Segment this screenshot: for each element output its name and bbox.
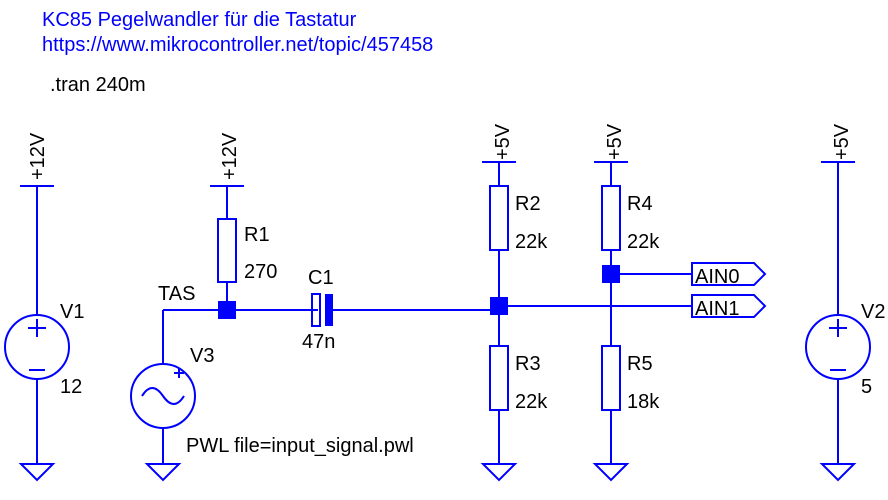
v2-name: V2 [861,301,885,323]
v1-ground-icon [18,463,56,482]
ain0-label: AIN0 [695,266,739,288]
r2-r3-divider [480,161,518,482]
schematic-title: KC85 Pegelwandler für die Tastatur [42,9,357,31]
r5-value: 18k [627,391,660,413]
r2-name: R2 [515,193,541,215]
v2-supply-label: +5V [831,123,853,160]
v2-value: 5 [861,376,872,398]
r4-r5-divider [592,161,630,482]
c1-value: 47n [302,331,335,353]
ain0-port-flag [691,262,767,286]
c1-name: C1 [308,267,334,289]
r1-value: 270 [244,261,277,283]
r2-value: 22k [515,231,548,253]
r1-resistor [210,185,244,310]
v1-name: V1 [60,301,84,323]
r3-ground-icon [480,463,518,482]
ain1-port [499,294,767,318]
r3-name: R3 [515,353,541,375]
r1-name: R1 [244,224,270,246]
v3-name: V3 [190,345,214,367]
spice-directive: .tran 240m [50,74,146,96]
r5-ground-icon [592,463,630,482]
r4-name: R4 [627,193,653,215]
sine-wave-icon [141,387,185,405]
tas-net-label: TAS [158,283,195,305]
r2-supply-label: +5V [492,123,514,160]
v3-ground-icon [144,463,182,482]
v3-source [130,309,227,482]
ain1-label: AIN1 [695,298,739,320]
schematic-url: https://www.mikrocontroller.net/topic/45… [42,34,433,56]
v2-ground-icon [819,463,857,482]
v1-source [4,185,70,482]
v3-value: PWL file=input_signal.pwl [186,435,414,457]
c1-capacitor [227,293,500,327]
tas-junction [218,301,236,319]
r4-supply-label: +5V [604,123,626,160]
v1-supply-label: +12V [27,132,49,180]
v1-value: 12 [60,376,82,398]
r5-name: R5 [627,353,653,375]
r1-supply-label: +12V [219,132,241,180]
ain1-port-flag [691,294,767,318]
r4-value: 22k [627,231,660,253]
v2-source [805,161,871,482]
ain0-port [611,262,767,286]
r3-value: 22k [515,391,548,413]
